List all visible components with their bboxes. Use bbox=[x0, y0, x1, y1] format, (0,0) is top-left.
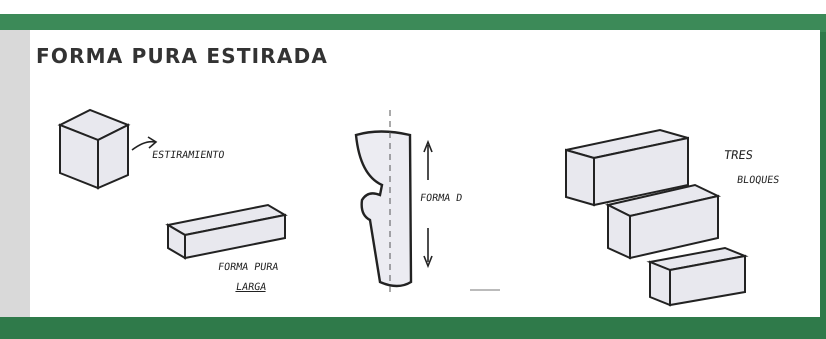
label-bloques: BLOQUES bbox=[736, 175, 780, 186]
vertical-form-sketch bbox=[356, 132, 411, 287]
label-forma-d: FORMA D bbox=[419, 193, 463, 204]
arrow-vertical bbox=[424, 142, 432, 266]
label-tres: TRES bbox=[723, 148, 754, 162]
label-estiramiento: ESTIRAMIENTO bbox=[151, 150, 225, 161]
arrow-estiramiento bbox=[132, 137, 156, 150]
label-forma-pura: FORMA PURA bbox=[217, 262, 279, 273]
cube-sketch bbox=[60, 110, 128, 188]
tres-bloques-sketch bbox=[566, 130, 745, 305]
label-larga: LARGA bbox=[235, 282, 267, 293]
long-block-sketch bbox=[168, 205, 285, 258]
